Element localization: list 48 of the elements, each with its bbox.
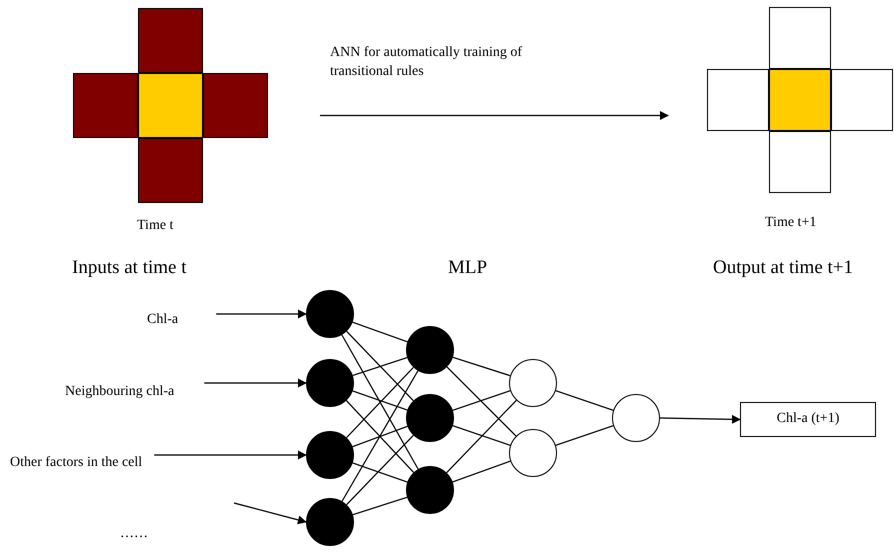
neuron-circle	[306, 290, 354, 338]
connection-line	[452, 425, 510, 446]
arrow	[154, 450, 307, 460]
connection-line	[346, 434, 414, 506]
node-label: Time t	[137, 218, 174, 234]
connection-line	[342, 370, 418, 502]
connection-line	[352, 390, 408, 411]
connection-line	[352, 462, 408, 483]
input-label: Chl-a	[147, 312, 178, 328]
neuron-circle	[306, 498, 354, 546]
input-label: Other factors in the cell	[10, 455, 142, 472]
connection-line	[452, 356, 510, 376]
grid-cross-drawing	[73, 8, 268, 203]
connection-line	[341, 334, 419, 470]
neuron-circle	[406, 394, 454, 442]
arrow	[320, 111, 669, 120]
node-label: Time t+1	[765, 215, 816, 232]
connection-line	[452, 390, 510, 411]
neuron-circle	[406, 466, 454, 514]
connection-line	[556, 425, 614, 446]
neuron-circle	[306, 359, 354, 407]
connection-line	[346, 400, 414, 473]
connection-line	[556, 390, 614, 411]
input-label: Neighbouring chl-a	[65, 384, 174, 400]
neuron-circle	[306, 431, 354, 479]
ellipsis-text: ……	[120, 526, 148, 542]
arrow	[216, 310, 307, 318]
connection-line	[352, 356, 408, 376]
column-heading: Output at time t+1	[713, 257, 854, 279]
arrow	[660, 414, 741, 424]
connection-line	[352, 496, 408, 516]
connection-line	[352, 426, 408, 448]
arrow	[234, 502, 307, 524]
arrow	[204, 378, 307, 388]
connection-line	[352, 322, 408, 342]
connection-line	[446, 400, 517, 474]
connection-line	[446, 366, 516, 436]
column-heading: MLP	[448, 257, 488, 279]
connection-line	[346, 330, 414, 402]
grid-cross-drawing	[707, 7, 893, 193]
column-heading: Inputs at time t	[72, 257, 187, 279]
connection-line	[346, 366, 414, 438]
neuron-circle	[509, 429, 557, 477]
neuron-circle	[509, 359, 557, 407]
neuron-circle	[612, 394, 660, 442]
output-box: Chl-a (t+1)	[740, 402, 876, 437]
connection-line	[452, 460, 511, 482]
neuron-circle	[406, 326, 454, 374]
